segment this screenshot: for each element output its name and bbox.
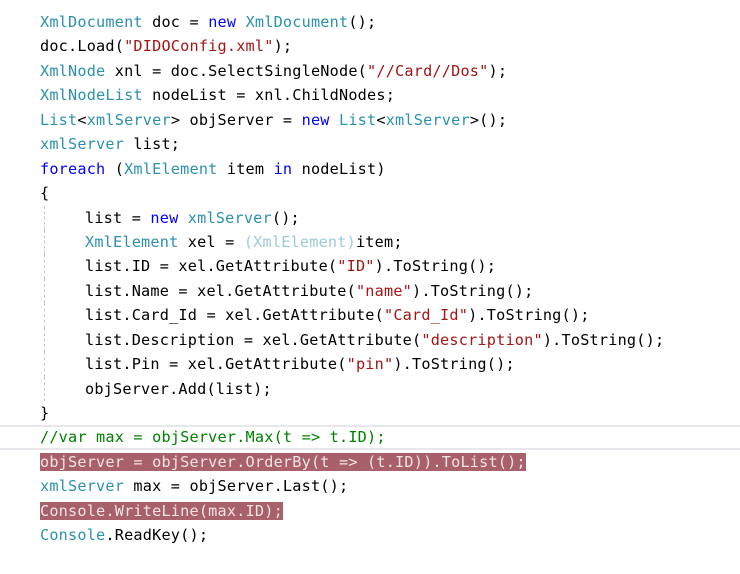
code-line[interactable]: xmlServer max = objServer.Last(); bbox=[0, 474, 740, 498]
code-line[interactable]: } bbox=[0, 401, 740, 425]
code-line[interactable]: list.ID = xel.GetAttribute("ID").ToStrin… bbox=[0, 254, 740, 280]
code-token-plain: ).ToString(); bbox=[468, 306, 590, 325]
code-token-str: "DIDOConfig.xml" bbox=[124, 37, 274, 56]
code-token-type: Console bbox=[40, 526, 106, 545]
code-token-kw: new bbox=[208, 13, 237, 31]
code-token-plain: ); bbox=[488, 61, 508, 80]
code-token-plain: } bbox=[40, 404, 50, 422]
code-token-plain: xel = bbox=[178, 232, 244, 251]
code-token-plain: .WriteLine(max.ID); bbox=[105, 501, 283, 520]
code-token-str: "ID" bbox=[337, 257, 375, 276]
code-token-plain: ).ToString(); bbox=[542, 330, 665, 349]
code-token-plain: > objServer = bbox=[170, 110, 302, 129]
code-token-plain: item; bbox=[355, 232, 403, 251]
code-token-type: XmlNodeList bbox=[40, 86, 143, 105]
code-line[interactable]: list.Description = xel.GetAttribute("des… bbox=[0, 327, 740, 353]
code-token-plain bbox=[178, 209, 187, 227]
code-line[interactable]: list.Card_Id = xel.GetAttribute("Card_Id… bbox=[0, 303, 740, 329]
code-token-str: "pin" bbox=[346, 355, 394, 374]
code-line[interactable]: //var max = objServer.Max(t => t.ID); bbox=[0, 425, 740, 449]
code-line[interactable]: List<xmlServer> objServer = new List<xml… bbox=[0, 108, 740, 132]
code-token-plain: nodeList) bbox=[292, 159, 386, 178]
code-token-str: "name" bbox=[355, 281, 413, 300]
code-token-plain: ).ToString(); bbox=[393, 355, 515, 374]
code-token-type: XmlElement bbox=[124, 159, 218, 178]
code-token-plain: >(); bbox=[469, 110, 508, 129]
code-token-type: Console bbox=[40, 501, 106, 520]
code-token-plain: ).ToString(); bbox=[412, 281, 534, 300]
code-token-plain: xnl = doc.SelectSingleNode( bbox=[105, 61, 368, 80]
code-token-plain: list.Name = xel.GetAttribute( bbox=[85, 281, 356, 300]
code-token-plain bbox=[330, 111, 339, 129]
code-line[interactable]: Console.ReadKey(); bbox=[0, 523, 740, 547]
code-line[interactable]: foreach (XmlElement item in nodeList) bbox=[0, 157, 740, 181]
code-line[interactable]: objServer = objServer.OrderBy(t => (t.ID… bbox=[0, 450, 740, 474]
code-line[interactable]: doc.Load("DIDOConfig.xml"); bbox=[0, 34, 740, 58]
code-token-plain: list.Card_Id = xel.GetAttribute( bbox=[85, 306, 384, 325]
code-line[interactable]: { bbox=[0, 181, 740, 205]
code-token-plain: (); bbox=[348, 13, 377, 31]
code-token-plain: doc = bbox=[142, 13, 209, 31]
code-token-type: List bbox=[40, 110, 78, 129]
code-token-str: "//Card//Dos" bbox=[367, 61, 489, 80]
code-token-plain: ( bbox=[105, 159, 125, 178]
code-line[interactable]: objServer.Add(list); bbox=[0, 376, 740, 402]
code-token-plain: list.ID = xel.GetAttribute( bbox=[85, 257, 338, 276]
code-line[interactable]: XmlNodeList nodeList = xnl.ChildNodes; bbox=[0, 83, 740, 107]
highlighted-code: objServer = objServer.OrderBy(t => (t.ID… bbox=[40, 452, 526, 471]
code-token-type: List bbox=[339, 110, 377, 129]
code-token-plain: list = bbox=[85, 208, 151, 227]
code-line[interactable]: Console.WriteLine(max.ID); bbox=[0, 499, 740, 523]
code-token-plain: max = objServer.Last(); bbox=[124, 477, 349, 496]
code-token-type: xmlServer bbox=[40, 477, 125, 496]
code-token-dim: (XmlElement) bbox=[243, 232, 356, 251]
code-line[interactable]: list = new xmlServer(); bbox=[0, 205, 740, 231]
code-line[interactable]: XmlNode xnl = doc.SelectSingleNode("//Ca… bbox=[0, 59, 740, 83]
code-token-type: XmlDocument bbox=[245, 13, 349, 31]
code-token-plain: nodeList = xnl.ChildNodes; bbox=[142, 86, 396, 105]
code-token-plain: .ReadKey(); bbox=[105, 526, 209, 545]
code-token-str: "Card_Id" bbox=[384, 306, 469, 325]
code-token-plain: list; bbox=[124, 135, 181, 154]
code-token-plain: objServer.Add(list); bbox=[85, 379, 272, 398]
code-line[interactable]: list.Name = xel.GetAttribute("name").ToS… bbox=[0, 278, 740, 304]
code-token-plain: item bbox=[217, 159, 274, 178]
code-token-kw: in bbox=[273, 159, 293, 178]
code-editor[interactable]: XmlDocument doc = new XmlDocument();doc.… bbox=[0, 10, 740, 548]
code-token-kw: new bbox=[301, 110, 330, 129]
code-token-type: XmlNode bbox=[40, 61, 106, 80]
code-token-type: xmlServer bbox=[86, 110, 171, 129]
code-token-type: XmlElement bbox=[85, 232, 179, 251]
code-line[interactable]: list.Pin = xel.GetAttribute("pin").ToStr… bbox=[0, 352, 740, 378]
highlighted-code: Console.WriteLine(max.ID); bbox=[40, 501, 283, 520]
code-token-com: //var max = objServer.Max(t => t.ID); bbox=[40, 428, 386, 447]
code-token-plain bbox=[236, 13, 245, 31]
code-token-plain: list.Pin = xel.GetAttribute( bbox=[85, 355, 347, 374]
code-token-plain: (); bbox=[271, 208, 300, 227]
code-token-type: xmlServer bbox=[187, 208, 272, 227]
code-token-plain: < bbox=[77, 110, 87, 129]
code-token-plain: list.Description = xel.GetAttribute( bbox=[85, 330, 422, 349]
code-token-plain: ); bbox=[273, 37, 293, 56]
code-token-plain: ).ToString(); bbox=[374, 257, 497, 276]
code-token-str: "description" bbox=[421, 330, 543, 349]
code-token-plain: < bbox=[376, 110, 386, 129]
code-token-type: XmlDocument bbox=[40, 13, 143, 31]
code-token-kw: foreach bbox=[40, 159, 106, 178]
code-token-type: xmlServer bbox=[40, 135, 125, 154]
code-line[interactable]: XmlElement xel = (XmlElement)item; bbox=[0, 229, 740, 255]
code-token-plain: doc.Load( bbox=[40, 37, 125, 56]
code-token-plain: { bbox=[40, 184, 50, 203]
code-token-type: xmlServer bbox=[385, 110, 470, 129]
code-token-kw: new bbox=[150, 208, 179, 227]
code-line[interactable]: xmlServer list; bbox=[0, 132, 740, 156]
code-line[interactable]: XmlDocument doc = new XmlDocument(); bbox=[0, 10, 740, 34]
code-token-plain: objServer = objServer.OrderBy(t => (t.ID… bbox=[40, 452, 526, 471]
